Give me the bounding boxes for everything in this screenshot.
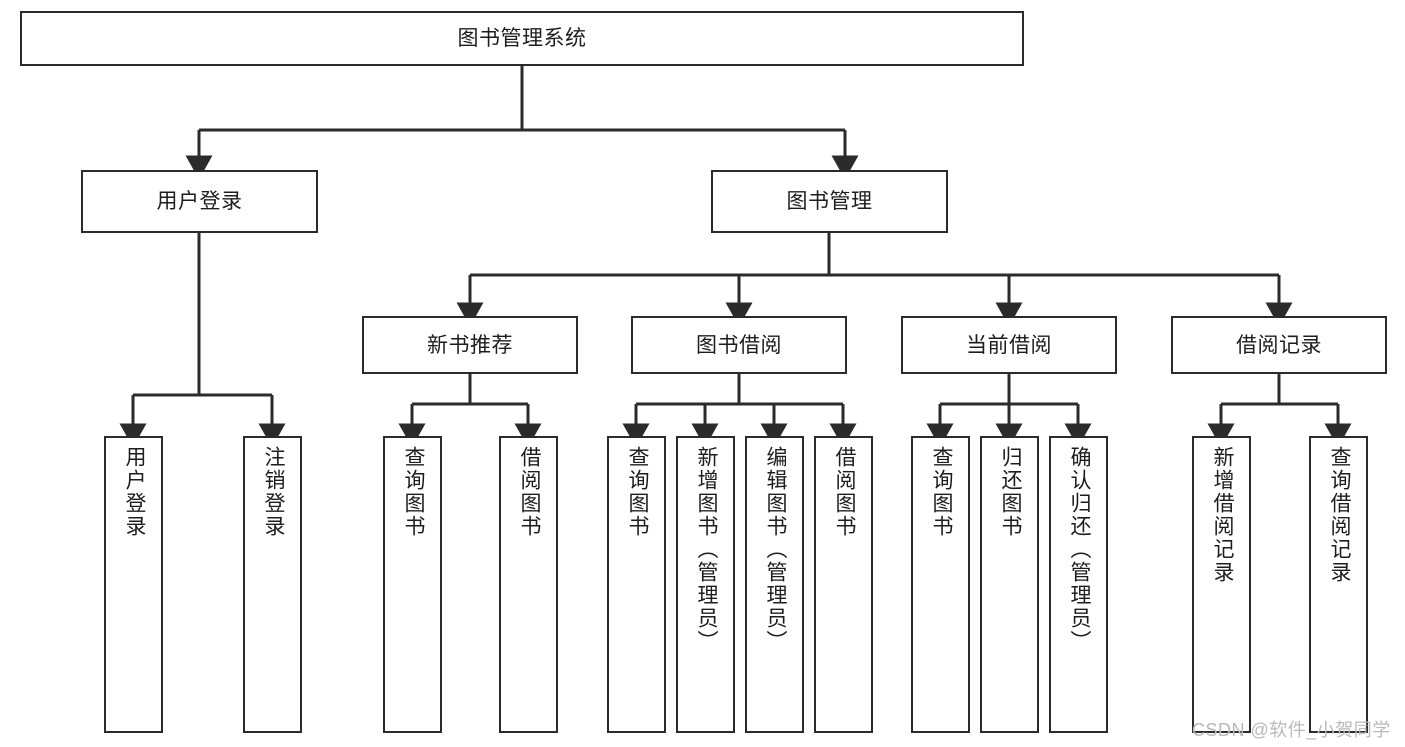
node-label: 借阅记录 (1236, 333, 1322, 357)
leaf-borrow-edit-book-admin[interactable]: 编辑图书（管理员） (745, 436, 804, 733)
node-label: 图书管理系统 (457, 27, 587, 50)
node-label: 查询图书 (625, 446, 649, 538)
node-label: 用户登录 (122, 446, 146, 538)
node-label: 当前借阅 (966, 333, 1052, 357)
node-label: 借阅图书 (517, 446, 541, 538)
leaf-user-login-login[interactable]: 用户登录 (104, 436, 163, 733)
node-label: 新增图书（管理员） (694, 446, 718, 653)
node-new-book-recommend[interactable]: 新书推荐 (362, 316, 578, 374)
csdn-watermark: CSDN @软件_小贺同学 (1192, 716, 1391, 742)
node-label: 新书推荐 (427, 333, 513, 357)
leaf-current-confirm-return-admin[interactable]: 确认归还（管理员） (1049, 436, 1108, 733)
watermark-text: CSDN @软件_小贺同学 (1192, 720, 1391, 740)
leaf-record-add-record[interactable]: 新增借阅记录 (1192, 436, 1251, 733)
node-label: 新增借阅记录 (1210, 446, 1234, 584)
node-label: 注销登录 (261, 446, 285, 538)
node-label: 借阅图书 (832, 446, 856, 538)
node-label: 查询图书 (929, 446, 953, 538)
leaf-user-login-logout[interactable]: 注销登录 (243, 436, 302, 733)
node-book-management[interactable]: 图书管理 (711, 170, 948, 233)
leaf-current-query-book[interactable]: 查询图书 (911, 436, 970, 733)
leaf-borrow-borrow-book[interactable]: 借阅图书 (814, 436, 873, 733)
node-label: 归还图书 (998, 446, 1022, 538)
leaf-record-query-record[interactable]: 查询借阅记录 (1309, 436, 1368, 733)
node-label: 图书借阅 (696, 333, 782, 357)
node-label: 确认归还（管理员） (1067, 446, 1091, 653)
node-label: 查询图书 (401, 446, 425, 538)
leaf-borrow-query-book[interactable]: 查询图书 (607, 436, 666, 733)
node-label: 查询借阅记录 (1327, 446, 1351, 584)
node-current-borrow[interactable]: 当前借阅 (901, 316, 1117, 374)
leaf-current-return-book[interactable]: 归还图书 (980, 436, 1039, 733)
node-label: 用户登录 (156, 190, 243, 213)
node-label: 编辑图书（管理员） (763, 446, 787, 653)
node-root-system[interactable]: 图书管理系统 (20, 11, 1024, 66)
node-borrow-record[interactable]: 借阅记录 (1171, 316, 1387, 374)
node-label: 图书管理 (786, 190, 873, 213)
node-user-login[interactable]: 用户登录 (81, 170, 318, 233)
leaf-recommend-borrow-book[interactable]: 借阅图书 (499, 436, 558, 733)
node-book-borrow[interactable]: 图书借阅 (631, 316, 847, 374)
leaf-borrow-add-book-admin[interactable]: 新增图书（管理员） (676, 436, 735, 733)
leaf-recommend-query-book[interactable]: 查询图书 (383, 436, 442, 733)
